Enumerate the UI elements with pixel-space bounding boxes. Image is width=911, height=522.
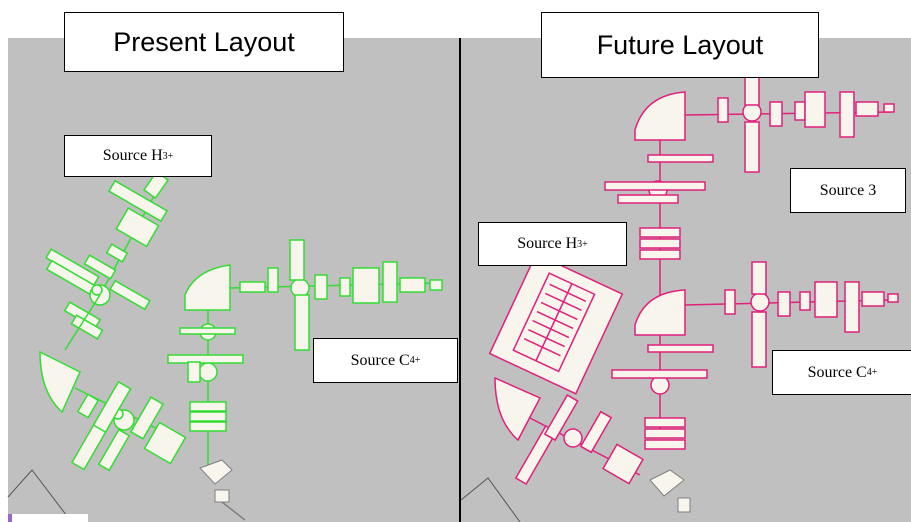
future-layout-title-text: Future Layout [596, 29, 764, 60]
present-source-h3-text: Source H [102, 147, 163, 164]
present-source-c4-text: Source C [350, 351, 410, 369]
present-source-h3-sub: 3 [162, 150, 168, 162]
present-source-h3-sup: + [167, 150, 174, 162]
h3-beamline [45, 170, 170, 351]
panel-divider [459, 38, 461, 522]
present-source-c4-sup: 4+ [409, 355, 421, 366]
future-source-3-text: Source 3 [819, 181, 877, 199]
future-beamlines [488, 74, 899, 486]
future-source-h3-sub: 3 [577, 238, 583, 250]
present-beamlines [39, 170, 443, 472]
c4-beamline [167, 239, 443, 465]
future-source-c4-text: Source C [807, 363, 867, 381]
future-source-3-label: Source 3 [790, 168, 906, 213]
future-source-c4-sup: 4+ [866, 367, 878, 378]
future-layout-title: Future Layout [541, 12, 819, 78]
future-source-h3-text: Source H [517, 235, 578, 252]
present-layout-title-text: Present Layout [113, 26, 295, 57]
lower-left-beamline [70, 380, 187, 472]
present-layout-title: Present Layout [64, 12, 344, 72]
future-source-h3-sup: + [582, 238, 588, 250]
